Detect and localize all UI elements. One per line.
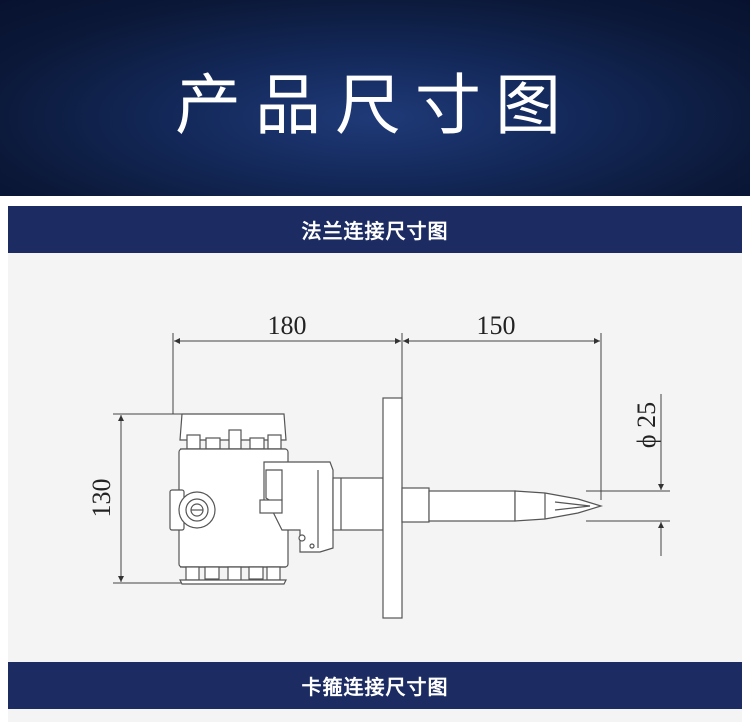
page-title: 产品尺寸图 — [175, 67, 575, 144]
dim-label-150: 150 — [477, 311, 516, 340]
housing-top-cover — [179, 413, 287, 441]
probe-shaft — [428, 490, 516, 522]
dim-label-180: 180 — [268, 311, 307, 340]
dimension-lines — [113, 333, 670, 584]
content-panel: 法兰连接尺寸图 卡箍连接尺寸图 — [8, 206, 742, 722]
flange — [382, 397, 403, 619]
section-header-flange: 法兰连接尺寸图 — [8, 206, 742, 253]
header-banner: 产品尺寸图 — [0, 0, 750, 196]
section-header-clamp: 卡箍连接尺寸图 — [8, 662, 742, 709]
dim-label-130: 130 — [87, 479, 116, 518]
dim-label-diameter: ϕ 25 — [632, 402, 661, 448]
tuning-fork — [514, 490, 604, 522]
level-switch-drawing — [169, 397, 604, 619]
